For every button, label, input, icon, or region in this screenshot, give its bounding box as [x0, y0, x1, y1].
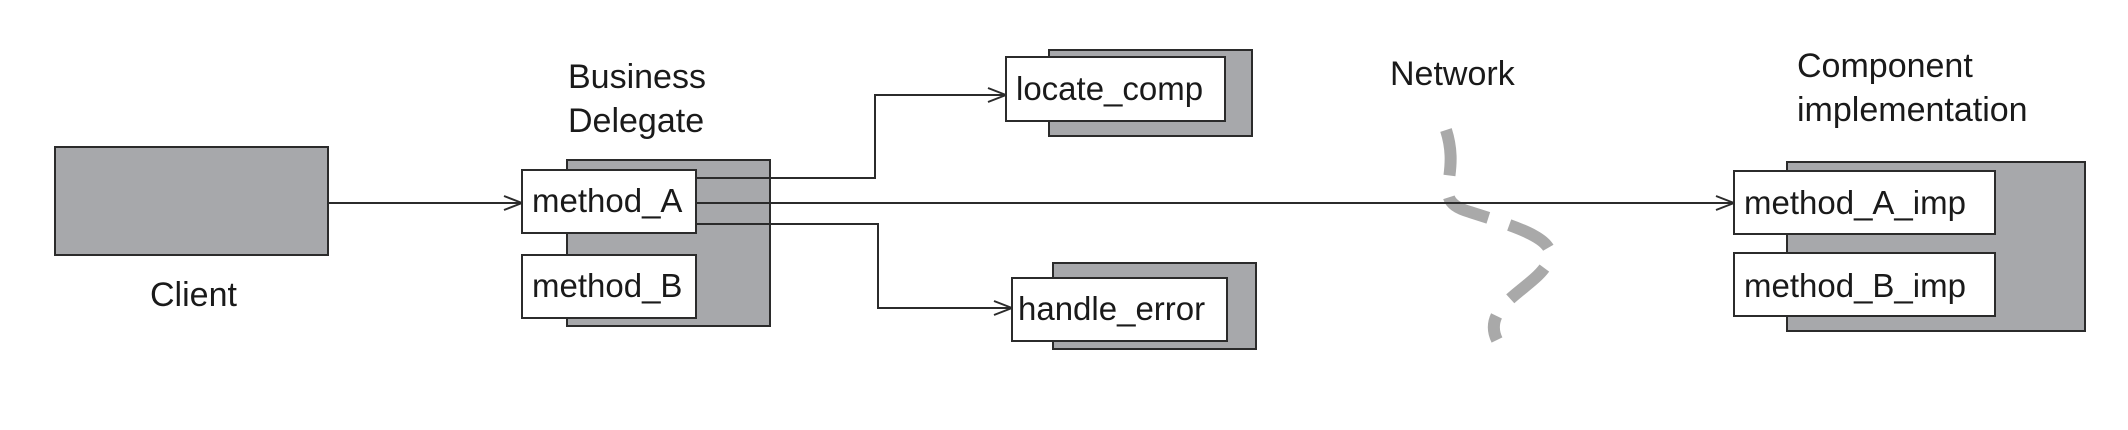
arrow-method-a-to-locate-comp [696, 95, 1006, 179]
method-a-imp-label: method_A_imp [1744, 184, 1966, 221]
component-label-line1: Component [1797, 47, 1973, 85]
method-b-imp-box [1733, 252, 1996, 317]
method-a-box [521, 169, 697, 234]
locate-comp-label: locate_comp [1016, 70, 1203, 107]
network-label: Network [1390, 55, 1516, 93]
handle-error-box [1011, 277, 1228, 342]
business-delegate-label-line2: Delegate [568, 102, 704, 140]
component-label-line2: implementation [1797, 91, 2028, 129]
arrow-method-a-to-handle-error [696, 223, 1012, 308]
locate-comp-box [1005, 56, 1226, 122]
client-block [54, 146, 329, 256]
method-a-label: method_A [532, 182, 682, 219]
method-b-box [521, 254, 697, 319]
client-label: Client [150, 276, 237, 314]
handle-error-label: handle_error [1018, 290, 1205, 327]
method-b-imp-label: method_B_imp [1744, 267, 1966, 304]
business-delegate-label-line1: Business [568, 58, 706, 96]
network-boundary-curve [1440, 128, 1557, 343]
method-b-label: method_B [532, 267, 682, 304]
